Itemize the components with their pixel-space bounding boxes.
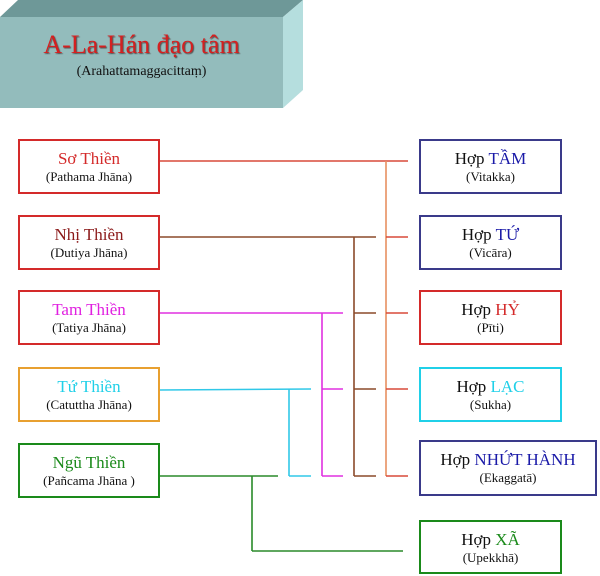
factor-name: XÃ: [495, 530, 520, 549]
factor-box-5: Hợp NHỨT HÀNH (Ekaggatā): [419, 440, 597, 496]
connector-ngu-thien: [159, 475, 403, 552]
factor-pali: (Pīti): [477, 320, 504, 335]
factor-pali: (Upekkhā): [462, 550, 519, 565]
factor-box-2: Hợp TỨ (Vicāra): [419, 215, 562, 270]
connector-stubs-red: [386, 236, 408, 477]
connector-nhi-thien: [159, 236, 376, 477]
factor-box-6: Hợp XÃ (Upekkhā): [419, 520, 562, 574]
title-block: A-La-Hán đạo tâm (Arahattamaggacittaṃ): [0, 0, 305, 110]
jhana-box-3: Tam Thiền (Tatiya Jhāna): [18, 290, 160, 345]
factor-pali: (Sukha): [469, 397, 512, 412]
factor-pali: (Vitakka): [465, 169, 516, 184]
factor-prefix: Hợp: [456, 377, 487, 396]
factor-name: LẠC: [490, 377, 525, 396]
jhana-pali: (Dutiya Jhāna): [50, 245, 128, 260]
jhana-name: Nhị Thiền: [54, 225, 124, 244]
factor-prefix: Hợp: [461, 300, 491, 319]
factor-prefix: Hợp: [454, 149, 485, 168]
factor-name: NHỨT HÀNH: [474, 450, 576, 469]
factor-name: TỨ: [495, 225, 520, 244]
jhana-name: Sơ Thiền: [57, 149, 121, 168]
factor-box-4: Hợp LẠC (Sukha): [419, 367, 562, 422]
factor-pali: (Vicāra): [469, 245, 512, 260]
jhana-pali: (Pathama Jhāna): [45, 169, 133, 184]
title-3d-box: [0, 0, 303, 108]
factor-box-1: Hợp TẦM (Vitakka): [419, 139, 562, 194]
jhana-box-4: Tứ Thiền (Catuttha Jhāna): [18, 367, 160, 422]
jhana-box-5: Ngũ Thiền (Pañcama Jhāna ): [18, 443, 160, 498]
factor-prefix: Hợp: [461, 225, 492, 244]
factor-pali: (Ekaggatā): [479, 470, 537, 485]
jhana-name: Tứ Thiền: [57, 377, 121, 396]
jhana-name: Ngũ Thiền: [52, 453, 126, 472]
factor-prefix: Hợp: [461, 530, 491, 549]
factor-name: HỶ: [495, 300, 520, 319]
connector-tu-thien: [158, 388, 312, 477]
factor-prefix: Hợp: [440, 450, 471, 469]
jhana-box-1: Sơ Thiền (Pathama Jhāna): [18, 139, 160, 194]
jhana-box-2: Nhị Thiền (Dutiya Jhāna): [18, 215, 160, 270]
title-subtitle: (Arahattamaggacittaṃ): [76, 64, 207, 79]
connector-tam-thien: [159, 312, 343, 477]
jhana-pali: (Tatiya Jhāna): [52, 320, 126, 335]
factor-box-3: Hợp HỶ (Pīti): [419, 290, 562, 345]
jhana-name: Tam Thiền: [52, 300, 126, 319]
jhana-pali: (Catuttha Jhāna): [46, 397, 132, 412]
jhana-pali: (Pañcama Jhāna ): [43, 473, 135, 488]
factor-name: TẦM: [488, 149, 527, 168]
title-main: A-La-Hán đạo tâm: [43, 30, 240, 59]
